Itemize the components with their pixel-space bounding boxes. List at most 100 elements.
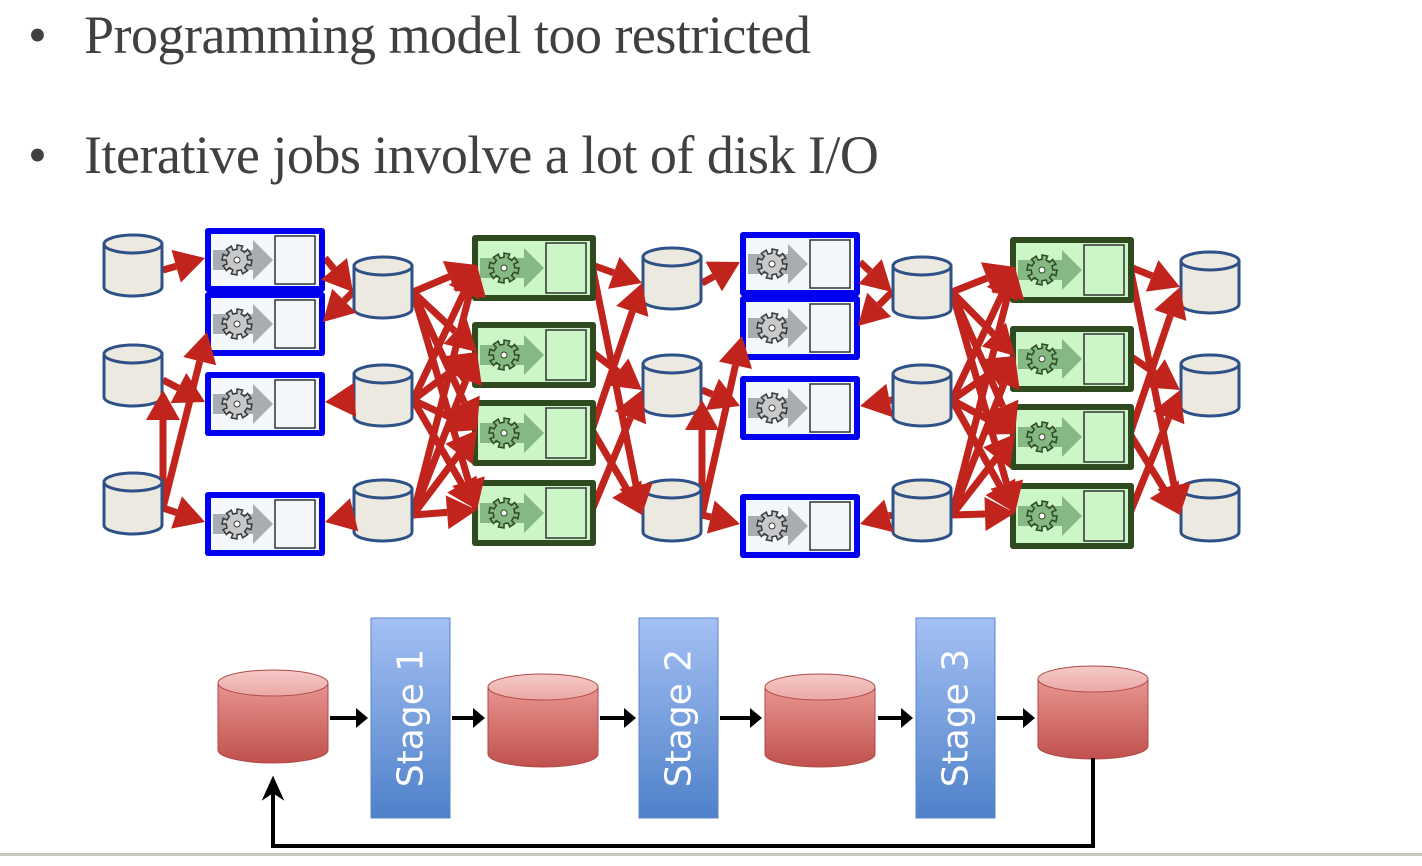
arrowhead	[1145, 260, 1180, 292]
arrowhead	[171, 496, 205, 529]
arrowhead	[447, 475, 477, 510]
data-flow-arrow	[1126, 314, 1174, 436]
arrowhead	[320, 258, 353, 292]
data-flow-arrowheads	[146, 249, 1191, 534]
arrowhead	[1145, 359, 1180, 390]
data-flow-arrow	[409, 398, 465, 486]
map-task-box	[740, 232, 860, 296]
arrowhead	[616, 283, 649, 317]
arrowhead	[706, 500, 740, 534]
arrowhead	[988, 356, 1020, 391]
storage-disk-icon	[217, 669, 329, 764]
arrowhead	[984, 496, 1015, 531]
arrowhead	[170, 373, 205, 404]
data-flow-arrow	[949, 455, 1000, 518]
arrowhead	[442, 260, 477, 293]
arrowhead	[858, 292, 892, 326]
reduce-task-box	[472, 322, 596, 388]
disk-icon	[102, 233, 164, 298]
bullet-text: Iterative jobs involve a lot of disk I/O	[84, 125, 879, 185]
disk-icon	[352, 255, 414, 320]
data-flow-arrow	[409, 290, 468, 402]
arrowhead	[453, 265, 487, 299]
stage-pipeline: Stage 1 Stage 2 Stage 3	[217, 617, 1149, 848]
arrowhead	[1154, 287, 1187, 321]
arrowhead	[705, 261, 740, 292]
reduce-task-box	[1010, 237, 1134, 303]
bullet-text: Programming model too restricted	[84, 5, 811, 65]
data-flow-arrow	[698, 364, 739, 516]
arrowhead	[983, 434, 1015, 469]
stage-box: Stage 1	[370, 617, 451, 819]
arrowhead	[146, 390, 180, 420]
arrowhead	[445, 495, 477, 530]
arrowhead	[901, 708, 913, 728]
data-flow-arrow	[410, 451, 462, 518]
disk-icon	[352, 363, 414, 428]
map-task-box	[205, 228, 325, 292]
map-task-box	[740, 376, 860, 440]
map-task-box	[740, 296, 860, 360]
data-flow-arrow	[588, 310, 636, 432]
data-flow-arrow	[948, 382, 1008, 517]
data-flow-arrow	[948, 292, 1006, 402]
disk-icon	[102, 471, 164, 536]
storage-disk-icon	[487, 673, 599, 768]
arrowhead	[750, 708, 762, 728]
arrowhead	[443, 319, 477, 352]
footer-divider	[0, 853, 1422, 856]
data-flow-arrow	[412, 508, 448, 519]
bullet-symbol: •	[28, 5, 47, 65]
data-flow-arrow	[701, 511, 712, 521]
arrowhead	[325, 382, 357, 417]
data-flow-arrow	[950, 396, 991, 423]
map-task-box	[205, 292, 325, 356]
data-flow-arrow	[948, 398, 1004, 489]
arrowhead	[860, 499, 894, 533]
arrowhead	[608, 256, 642, 289]
arrowhead	[1149, 480, 1180, 515]
arrowhead	[860, 383, 893, 418]
disk-icon	[891, 478, 953, 543]
arrowhead	[980, 404, 1015, 435]
data-flow-arrow	[322, 255, 337, 272]
stage-label: Stage 3	[936, 649, 977, 787]
storage-disk-icon	[1037, 665, 1149, 760]
disk-icon	[1179, 250, 1241, 315]
arrowhead	[325, 498, 359, 532]
data-flow-arrow	[700, 273, 716, 287]
data-flow-arrow	[876, 289, 895, 308]
map-task-box	[205, 372, 325, 436]
arrowhead	[356, 708, 368, 728]
storage-disk-icon	[764, 673, 876, 768]
disk-icon	[641, 478, 703, 543]
data-flow-arrow	[950, 274, 989, 296]
arrowhead	[612, 480, 642, 515]
arrowhead	[171, 249, 205, 283]
reduce-task-box	[1010, 404, 1134, 470]
data-flow-arrow	[1126, 416, 1172, 515]
data-flow-arrow	[700, 386, 714, 398]
arrowhead	[183, 332, 217, 366]
arrowhead	[981, 322, 1015, 356]
disk-icon	[641, 353, 703, 418]
arrowhead	[450, 352, 482, 387]
stage-label: Stage 1	[391, 649, 432, 787]
disk-columns	[102, 233, 1241, 543]
bullet-symbol: •	[28, 125, 47, 185]
arrowhead	[718, 336, 753, 369]
arrowhead	[614, 390, 647, 425]
arrowhead	[705, 378, 740, 411]
reduce-task-box	[1010, 483, 1134, 549]
stage-box: Stage 2	[638, 617, 719, 819]
data-flow-arrow	[887, 511, 893, 520]
disk-icon	[352, 478, 414, 543]
disk-icon	[641, 246, 703, 311]
disk-icon	[891, 363, 953, 428]
reduce-task-box	[472, 400, 596, 466]
arrowhead	[323, 288, 357, 322]
data-flow-arrow	[411, 396, 452, 421]
reduce-task-box	[1010, 326, 1134, 392]
data-flow-arrow	[341, 289, 356, 304]
